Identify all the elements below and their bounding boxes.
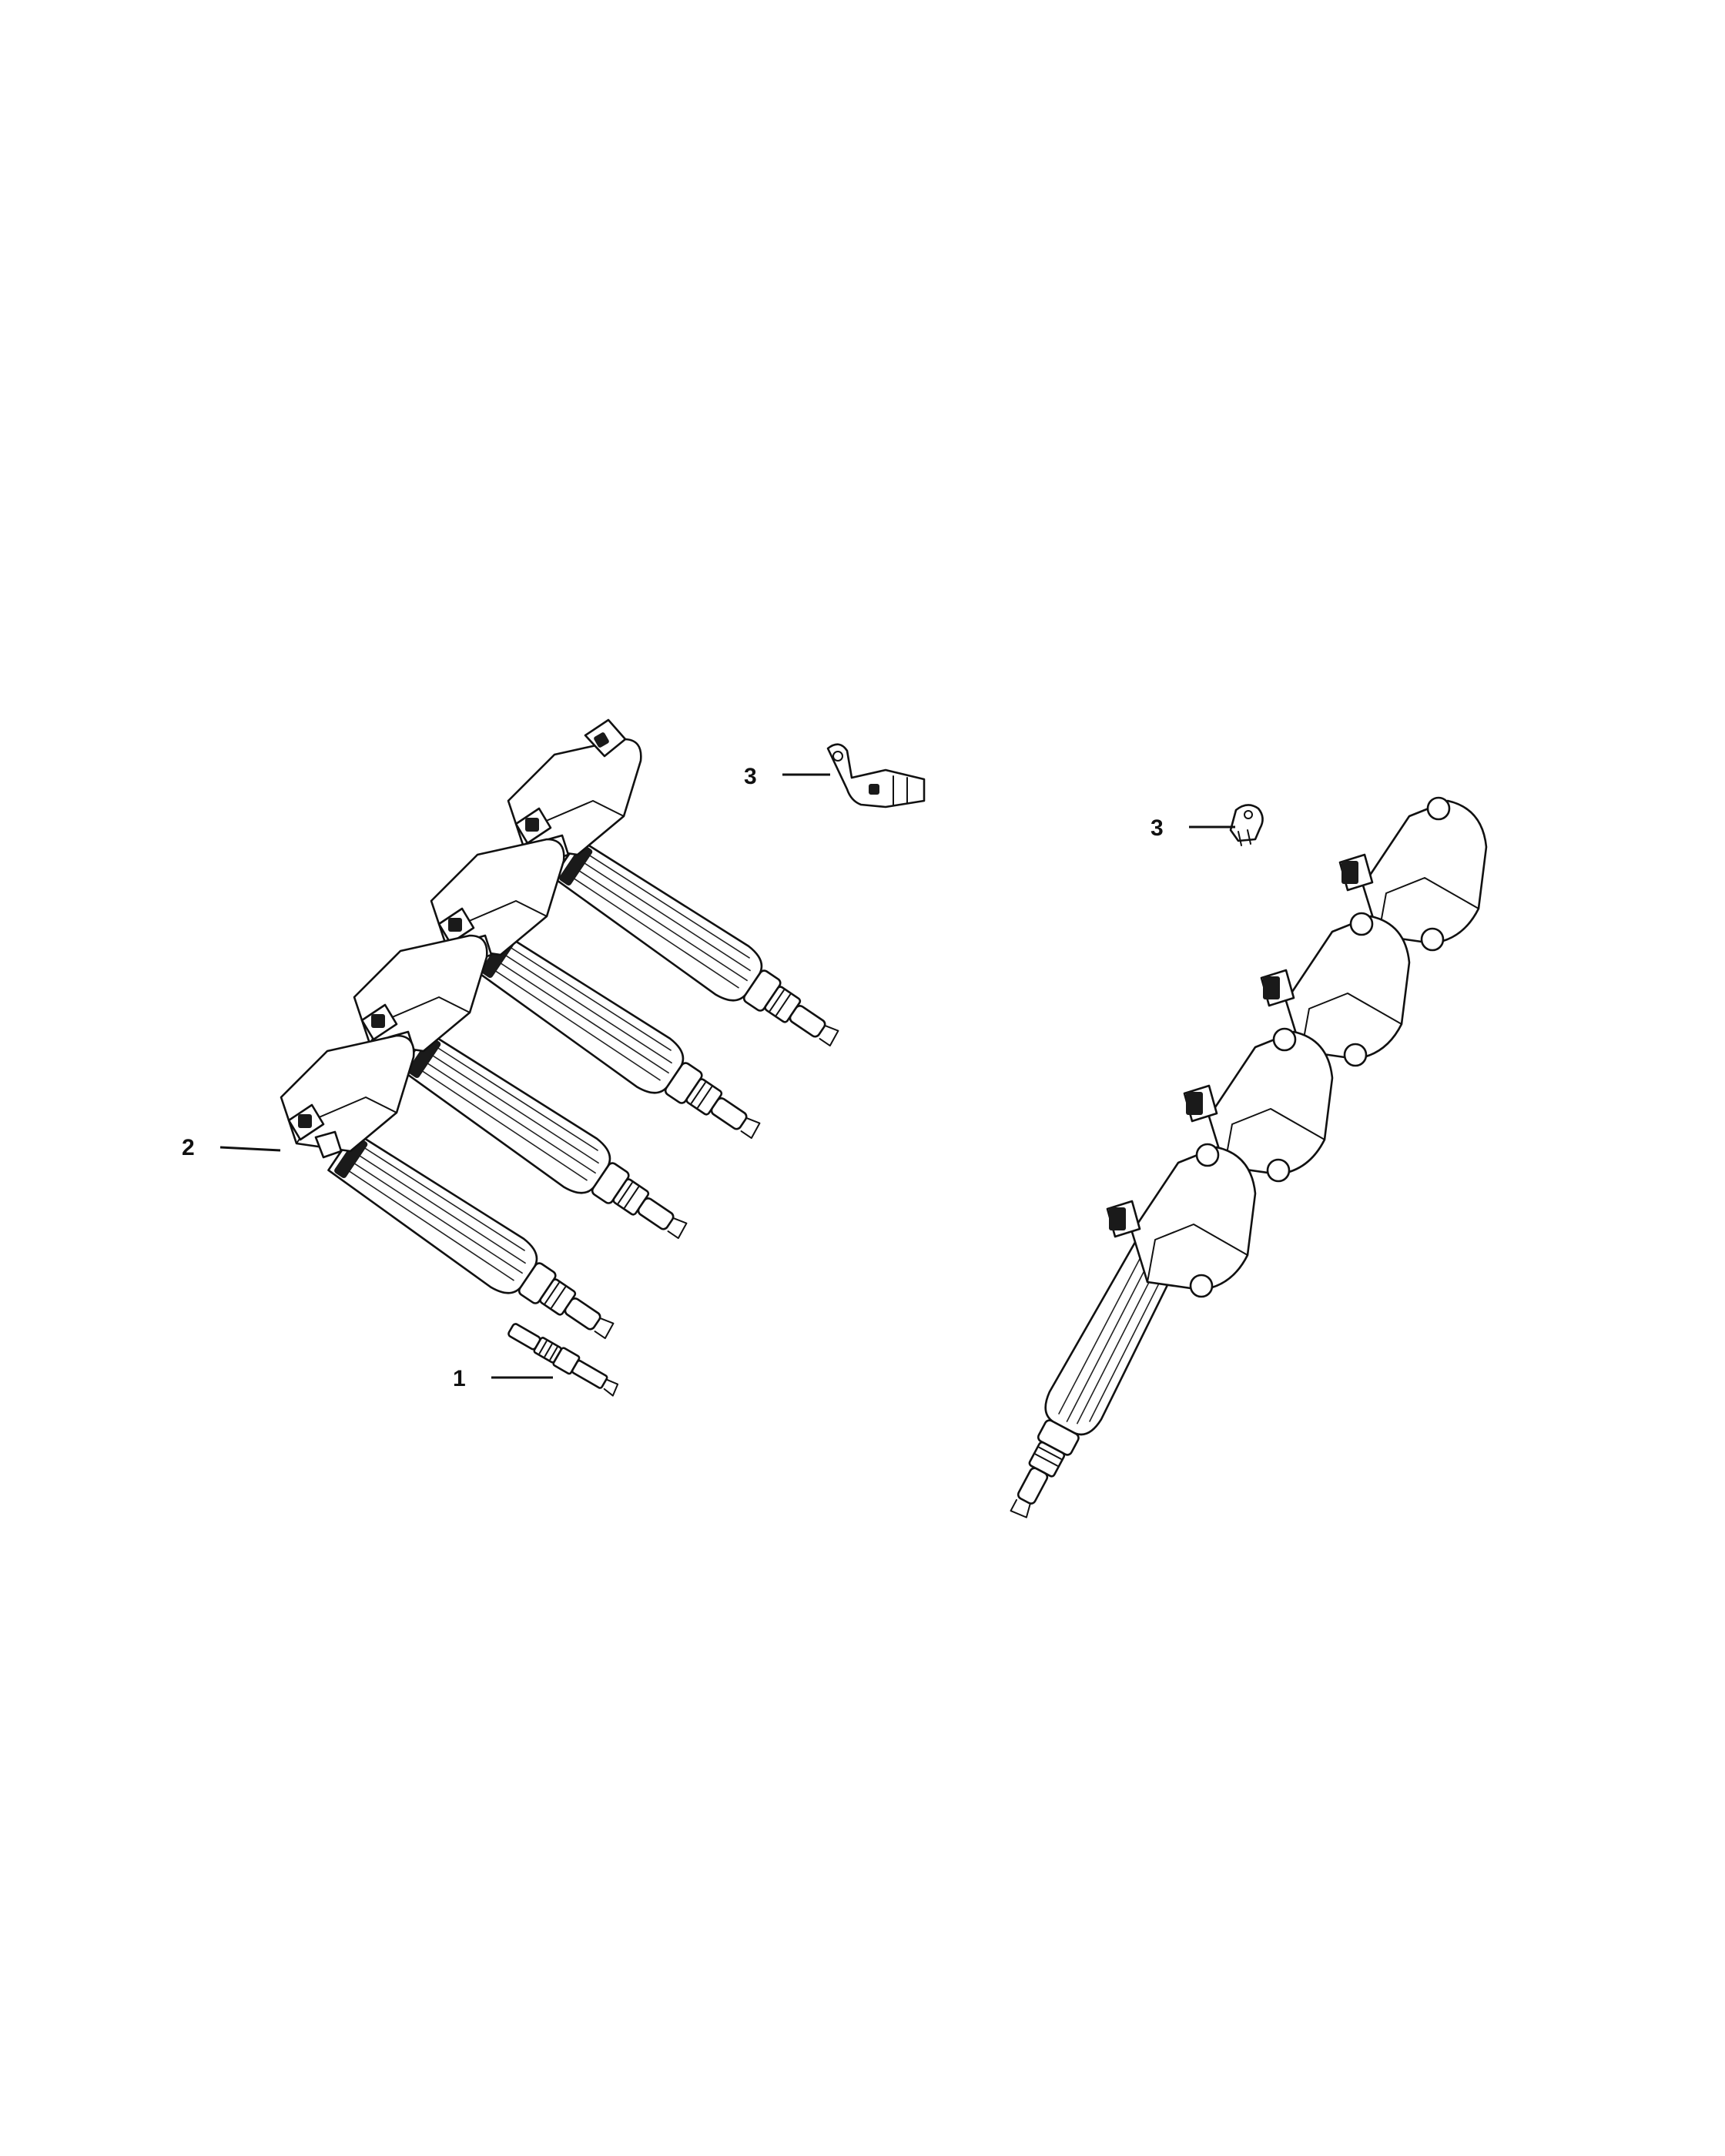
connector-bracket-center: [826, 743, 926, 808]
callout-2: 2: [182, 1135, 281, 1160]
ignition-coil-assembly-left: [280, 718, 852, 1358]
callout-label: 3: [744, 764, 757, 789]
coil-housing-1: [1338, 796, 1488, 952]
coil-connector: [584, 718, 627, 758]
callout-3-right: 3: [1151, 815, 1235, 841]
callout-1: 1: [453, 1366, 553, 1391]
coil-head-3: [353, 934, 488, 1059]
spark-plug: [507, 1323, 619, 1397]
callout-3-center: 3: [744, 764, 830, 789]
callout-label: 1: [453, 1366, 466, 1391]
callout-label: 3: [1151, 815, 1164, 841]
coil-housing-3: [1183, 1027, 1334, 1183]
ignition-coil-assembly-right: [990, 796, 1488, 1529]
connector-bracket-right: [1229, 804, 1264, 846]
coil-housing-2: [1260, 912, 1411, 1067]
callout-label: 2: [182, 1135, 195, 1160]
coil-head-4: [280, 1034, 415, 1159]
coil-housing-4: [1106, 1143, 1257, 1298]
